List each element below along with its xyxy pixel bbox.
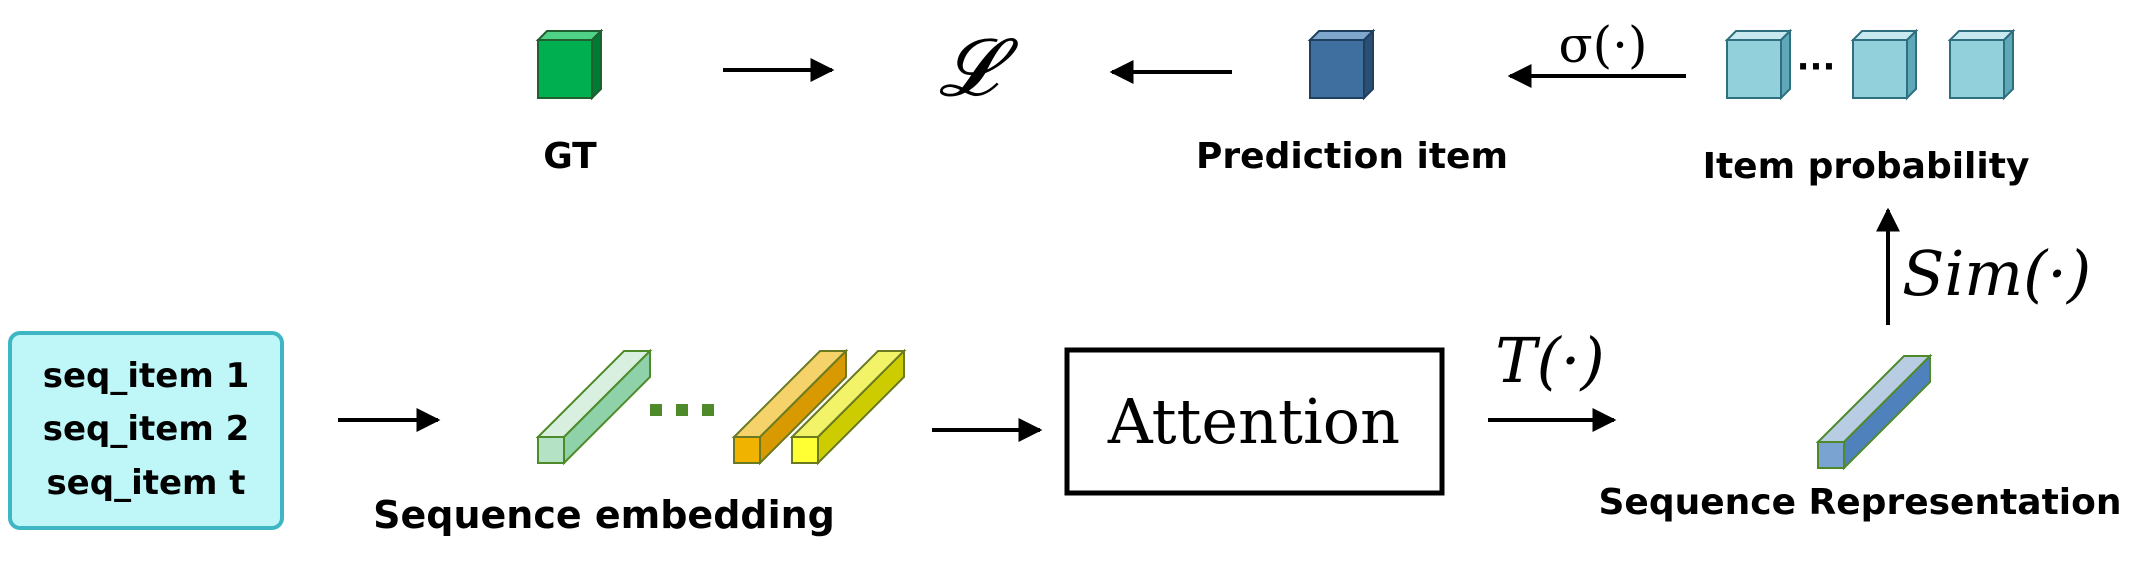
gt-cube — [535, 28, 604, 101]
sequence-representation-label: Sequence Representation — [1598, 482, 2121, 523]
sequence-embedding-label: Sequence embedding — [373, 493, 835, 537]
embedding-bar-orange — [731, 348, 849, 466]
prediction-item-label: Prediction item — [1196, 136, 1508, 177]
prediction-cube — [1307, 28, 1376, 101]
item-probability-label: Item probability — [1703, 146, 2030, 187]
sequence-representation-bar — [1815, 353, 1933, 471]
probability-cube-1 — [1724, 28, 1793, 101]
attention-box — [1064, 347, 1445, 496]
gt-label: GT — [543, 136, 597, 177]
seq-item-t: seq_item t — [46, 463, 245, 503]
probability-cube-2 — [1850, 28, 1919, 101]
embedding-bar-yellow — [789, 348, 907, 466]
transform-label: T(·) — [1495, 324, 1604, 397]
embedding-dots — [650, 404, 714, 416]
seq-item-2: seq_item 2 — [43, 409, 250, 449]
probability-cube-3 — [1947, 28, 2016, 101]
sim-label: Sim(·) — [1902, 237, 2091, 310]
input-sequence-box — [8, 331, 284, 530]
seq-item-1: seq_item 1 — [43, 356, 250, 396]
loss-symbol: 𝓛 — [939, 21, 1019, 114]
sigma-label: σ(·) — [1558, 16, 1647, 74]
embedding-bar-green — [535, 348, 653, 466]
probability-dots: ··· — [1797, 47, 1836, 87]
attention-label: Attention — [1107, 385, 1400, 458]
